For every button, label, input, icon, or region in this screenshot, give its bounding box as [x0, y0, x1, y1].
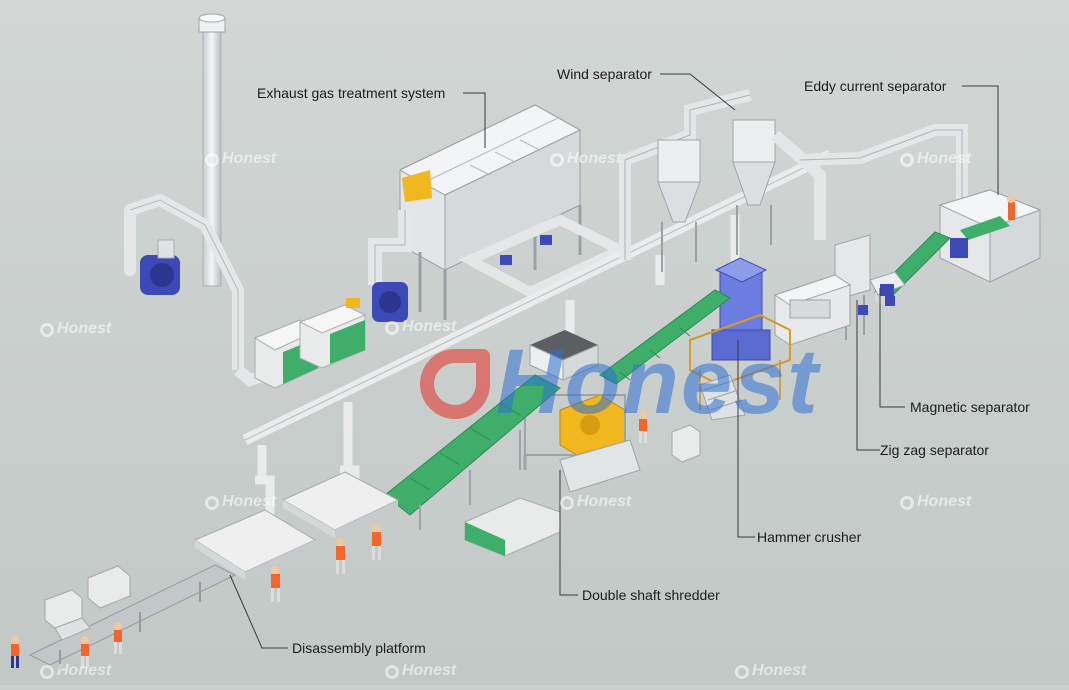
- label-double-shaft-shredder: Double shaft shredder: [582, 587, 720, 603]
- brand-watermark: Honest: [205, 150, 276, 168]
- zig-zag-separator: [773, 274, 895, 346]
- double-shaft-shredder: [523, 330, 641, 493]
- brand-watermark: Honest: [385, 318, 456, 336]
- filter-boxes: [253, 304, 367, 389]
- brand-watermark-large: Honest: [420, 330, 820, 435]
- exhaust-gas-treatment-system: [398, 104, 632, 320]
- label-hammer-crusher: Hammer crusher: [757, 529, 862, 545]
- conveyor-to-crusher: [599, 289, 731, 385]
- label-eddy-current-separator: Eddy current separator: [804, 78, 947, 94]
- wind-separator: [619, 89, 826, 272]
- label-exhaust-gas-treatment: Exhaust gas treatment system: [257, 85, 446, 101]
- brand-watermark: Honest: [735, 662, 806, 680]
- eddy-current-separator: [938, 189, 1042, 283]
- brand-watermark: Honest: [40, 320, 111, 338]
- hammer-crusher: [689, 257, 791, 421]
- workers: [11, 411, 647, 668]
- label-disassembly-platform: Disassembly platform: [292, 640, 426, 656]
- label-zig-zag-separator: Zig zag separator: [880, 442, 989, 458]
- brand-watermark: Honest: [900, 493, 971, 511]
- dust-collection-pipe: [242, 150, 833, 520]
- brand-watermark: Honest: [550, 150, 621, 168]
- main-feed-conveyor: [384, 374, 561, 530]
- disassembly-platform: [28, 424, 701, 670]
- leader-lines: [229, 73, 999, 649]
- brand-watermark: Honest: [385, 662, 456, 680]
- brand-watermark: Honest: [900, 150, 971, 168]
- brand-watermark: Honest: [205, 493, 276, 511]
- brand-watermark: Honest: [560, 493, 631, 511]
- label-magnetic-separator: Magnetic separator: [910, 399, 1030, 415]
- exhaust-fan-left: [124, 194, 244, 370]
- exhaust-fan-right: [346, 210, 412, 322]
- brand-watermark: Honest: [40, 662, 111, 680]
- label-wind-separator: Wind separator: [557, 66, 652, 82]
